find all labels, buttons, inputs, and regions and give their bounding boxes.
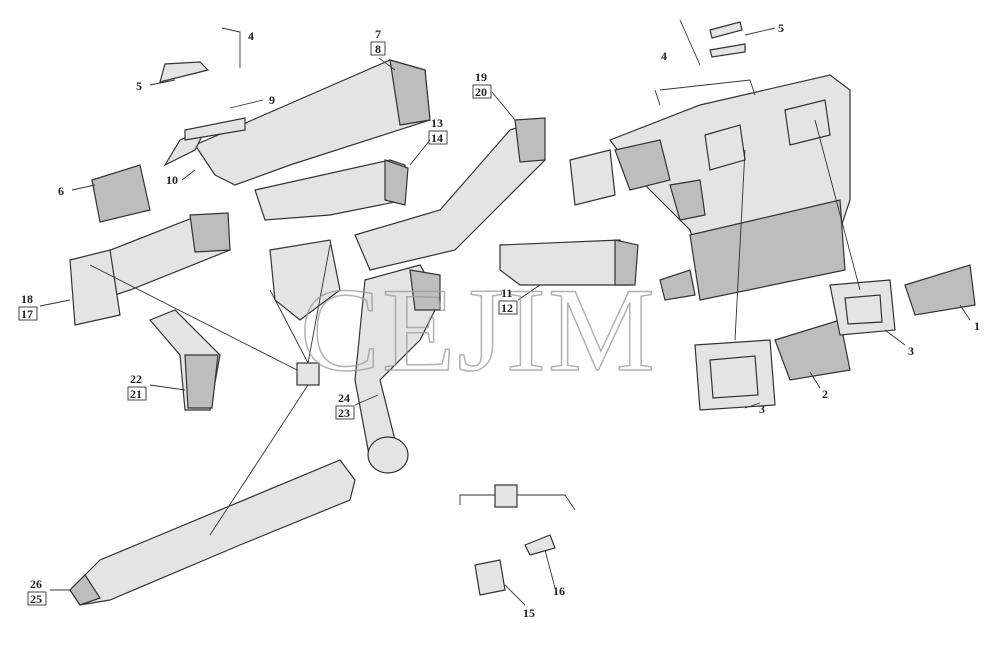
callout-top: 19 <box>475 70 487 84</box>
watermark: CEJIM <box>300 263 657 396</box>
callout-26-25: 26 25 <box>27 577 47 606</box>
callout-top: 26 <box>30 577 42 591</box>
callout-box <box>335 405 355 420</box>
callout-9: 9 <box>269 93 275 107</box>
callout-4-left: 4 <box>248 29 254 43</box>
callout-1: 1 <box>974 319 980 333</box>
callout-bottom: 8 <box>375 42 381 56</box>
callout-16: 16 <box>553 584 565 598</box>
callout-box <box>498 300 518 315</box>
vents <box>91 21 976 596</box>
callout-bottom: 23 <box>338 406 350 420</box>
callout-2: 2 <box>822 387 828 401</box>
callout-top: 22 <box>130 372 142 386</box>
callout-6: 6 <box>58 184 64 198</box>
callout-10: 10 <box>166 173 178 187</box>
air-ducts <box>69 59 639 606</box>
callout-box <box>428 130 448 145</box>
callout-bottom: 21 <box>130 387 142 401</box>
callout-top: 24 <box>338 391 350 405</box>
callout-3-right: 3 <box>908 344 914 358</box>
dashboard-panel <box>609 74 851 301</box>
callout-bottom: 12 <box>501 301 513 315</box>
callout-22-21: 22 21 <box>127 372 147 401</box>
callout-bottom: 25 <box>30 592 42 606</box>
callout-box <box>18 306 38 321</box>
callout-box <box>370 41 386 56</box>
callout-top: 13 <box>431 116 443 130</box>
callout-7-8: 7 8 <box>370 27 386 56</box>
callout-bottom: 20 <box>475 85 487 99</box>
callout-top: 7 <box>375 27 381 41</box>
callout-5-left: 5 <box>136 79 142 93</box>
callout-box <box>27 591 47 606</box>
callout-24-23: 24 23 <box>335 391 355 420</box>
callout-3-left: 3 <box>759 402 765 416</box>
callout-bottom: 14 <box>431 131 443 145</box>
callout-top: 18 <box>21 292 33 306</box>
callout-15: 15 <box>523 606 535 620</box>
callout-19-20: 19 20 <box>472 70 492 99</box>
leader-lines <box>39 19 971 606</box>
callout-box <box>472 84 492 99</box>
callout-4-right: 4 <box>661 49 667 63</box>
callout-5-right: 5 <box>778 21 784 35</box>
callout-18-17: 18 17 <box>18 292 38 321</box>
callout-13-14: 13 14 <box>428 116 448 145</box>
callout-box <box>127 386 147 401</box>
callout-11-12: 11 12 <box>498 286 518 315</box>
callout-bottom: 17 <box>21 307 33 321</box>
callout-top: 11 <box>501 286 512 300</box>
